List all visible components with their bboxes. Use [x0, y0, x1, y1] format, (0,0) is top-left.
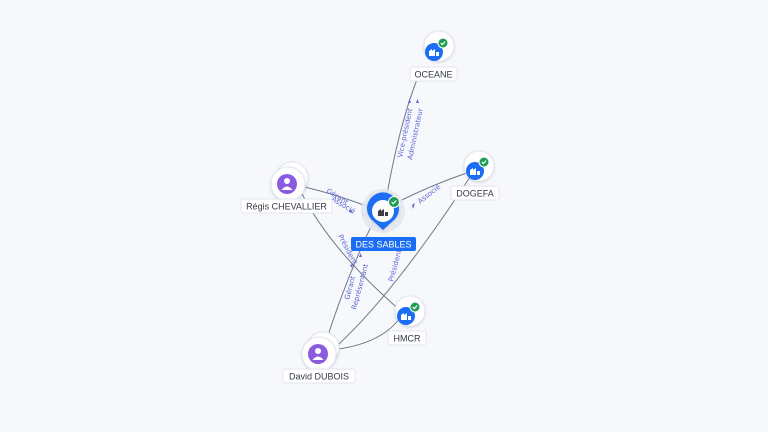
- node-dogefa[interactable]: DOGEFA: [450, 150, 500, 201]
- arrow-icon: [349, 209, 353, 213]
- node-regis-chevallier[interactable]: Régis CHEVALLIER: [240, 161, 333, 214]
- arrow-icon: [408, 99, 411, 103]
- edge-david-hmcr: [329, 317, 401, 351]
- node-oceane[interactable]: OCEANE: [409, 30, 458, 82]
- edge-label-david-hmcr: Président: [387, 249, 403, 283]
- edge-center-oceane: [385, 71, 421, 201]
- arrow-icon: [412, 203, 415, 209]
- edge-david-dogefa: [329, 173, 473, 353]
- arrow-icon: [359, 253, 362, 257]
- node-label-david: David DUBOIS: [289, 372, 349, 382]
- verified-check-icon: [388, 196, 400, 208]
- edge-david-center: [324, 215, 377, 346]
- arrow-icon: [350, 264, 353, 268]
- node-des-sables[interactable]: DES SABLES: [351, 189, 416, 251]
- node-label-des-sables: DES SABLES: [355, 240, 411, 250]
- arrow-icon: [416, 99, 419, 103]
- node-label-oceane: OCEANE: [414, 70, 452, 80]
- node-label-hmcr: HMCR: [394, 334, 421, 344]
- company-icon: [378, 209, 388, 216]
- node-label-regis: Régis CHEVALLIER: [246, 202, 327, 212]
- node-label-dogefa: DOGEFA: [456, 189, 494, 199]
- node-david-dubois[interactable]: David DUBOIS: [282, 331, 356, 384]
- node-hmcr[interactable]: HMCR: [387, 295, 427, 346]
- edge-label-dogefa: Associé: [416, 183, 442, 206]
